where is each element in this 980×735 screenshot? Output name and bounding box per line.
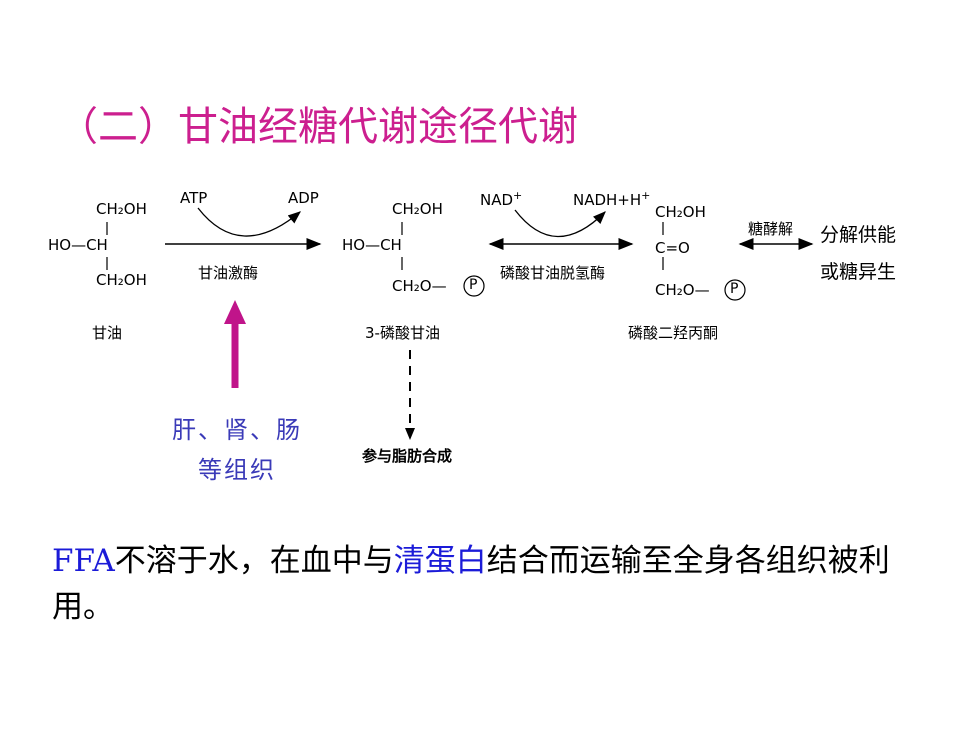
glycolysis-label: 糖酵解 <box>748 220 794 238</box>
ffa-term: FFA <box>52 543 115 579</box>
tissue-line2: 等组织 <box>198 456 276 484</box>
glycerol-top: CH₂OH <box>96 200 147 218</box>
dhap-top: CH₂OH <box>655 203 706 221</box>
g3p-mid: HO—CH <box>342 236 402 254</box>
glycerol-bot: CH₂OH <box>96 271 147 289</box>
dhap-mid: C=O <box>655 239 690 257</box>
nadh-label: NADH+H+ <box>573 189 651 209</box>
paragraph-text: 结合而运输至全身各组织被利用。 <box>52 543 890 625</box>
tissue-arrow-head <box>224 300 246 324</box>
adp-label: ADP <box>288 189 319 207</box>
g3p-top: CH₂OH <box>392 200 443 218</box>
outcome-line2: 或糖异生 <box>820 261 897 283</box>
nad-nadh-curve <box>514 209 606 238</box>
lipid-arrow-head <box>405 428 415 440</box>
g3p-dehydrogenase-label: 磷酸甘油脱氢酶 <box>500 264 606 282</box>
dhap-name: 磷酸二羟丙酮 <box>628 324 719 342</box>
g3p-name: 3-磷酸甘油 <box>365 324 440 342</box>
glycerol-name: 甘油 <box>92 324 123 342</box>
glycerol-mid: HO—CH <box>48 236 108 254</box>
phosphate-circle <box>724 279 746 301</box>
atp-label: ATP <box>180 189 208 207</box>
g3p-bot: CH₂O— <box>392 277 447 295</box>
transport-paragraph: FFA不溶于水，在血中与清蛋白结合而运输至全身各组织被利用。 <box>52 538 932 630</box>
page-title: （二）甘油经糖代谢途径代谢 <box>58 104 578 150</box>
paragraph-text: 不溶于水，在血中与 <box>114 543 394 579</box>
g3p-phosphate: P <box>469 277 478 293</box>
tissue-line1: 肝、肾、肠 <box>172 416 302 444</box>
lipid-synthesis-label: 参与脂肪合成 <box>362 447 453 465</box>
dhap-phosphate: P <box>730 281 739 297</box>
dhap-bot: CH₂O— <box>655 281 710 299</box>
albumin-term: 清蛋白 <box>393 543 487 579</box>
phosphate-circle <box>463 275 485 297</box>
atp-adp-curve <box>197 207 301 237</box>
glycerol-kinase-label: 甘油激酶 <box>198 264 259 282</box>
nad-label: NAD+ <box>480 189 523 209</box>
outcome-line1: 分解供能 <box>820 224 897 246</box>
